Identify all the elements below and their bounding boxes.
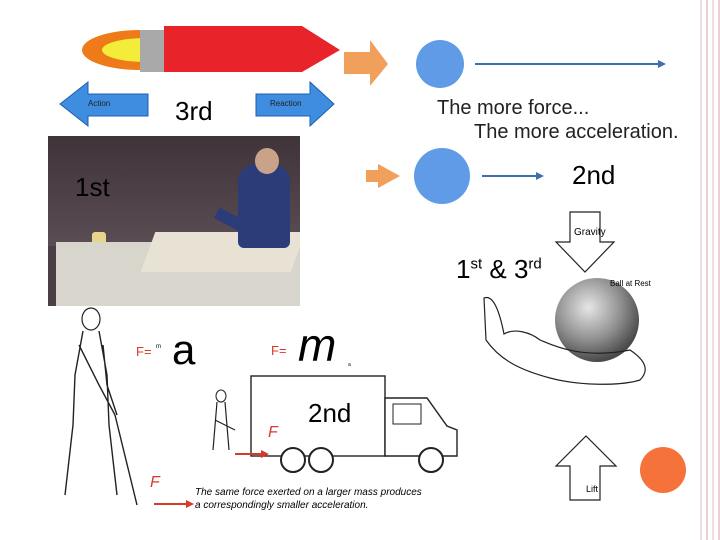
m-small: m xyxy=(156,344,161,350)
force-text-line1: The more force... xyxy=(437,97,589,120)
rocket-body xyxy=(164,26,340,72)
a-small: a xyxy=(348,362,351,368)
first-sup: st xyxy=(470,255,482,272)
a-big: a xyxy=(172,326,195,374)
force-acceleration-diagram xyxy=(340,30,680,210)
first-law-label: 1st xyxy=(75,172,110,203)
third-law-label-top: 3rd xyxy=(175,96,213,127)
truck-caption-line2: a correspondingly smaller acceleration. xyxy=(195,500,368,511)
f-equals-left: F= xyxy=(136,344,152,359)
ball-top xyxy=(416,40,464,88)
truck-caption-line1: The same force exerted on a larger mass … xyxy=(195,487,422,498)
gravity-label: Gravity xyxy=(574,227,606,238)
ball-at-rest-label: Ball at Rest xyxy=(610,279,651,288)
f-truck: F xyxy=(268,424,278,442)
m-big: m xyxy=(298,318,336,372)
third-sup: rd xyxy=(528,255,541,272)
f-equals-right: F= xyxy=(271,343,287,358)
first-third-law-label: 1st & 3rd xyxy=(456,254,542,285)
third-number: 3 xyxy=(514,254,528,284)
ampersand: & xyxy=(489,254,506,284)
f-golfer: F xyxy=(150,474,160,492)
long-acceleration-head xyxy=(658,60,666,68)
short-acceleration-head xyxy=(536,172,544,180)
first-number: 1 xyxy=(456,254,470,284)
lift-label: Lift xyxy=(586,484,598,494)
orange-circle xyxy=(639,446,689,496)
golfer-force-arrow xyxy=(150,492,200,512)
reaction-label: Reaction xyxy=(270,99,302,108)
action-label: Action xyxy=(88,99,110,108)
golfer-drawing xyxy=(55,305,165,515)
decorative-border xyxy=(696,0,720,540)
tablecloth-photo xyxy=(48,136,300,306)
force-text-line2: The more acceleration. xyxy=(474,121,679,144)
ball-bottom xyxy=(414,148,470,204)
rocket-nozzle xyxy=(140,30,164,72)
small-force-arrow xyxy=(366,164,400,188)
large-force-arrow xyxy=(344,40,388,86)
gravity-arrow xyxy=(556,212,614,272)
second-law-label-truck: 2nd xyxy=(308,398,351,429)
second-law-label-right: 2nd xyxy=(572,160,615,191)
